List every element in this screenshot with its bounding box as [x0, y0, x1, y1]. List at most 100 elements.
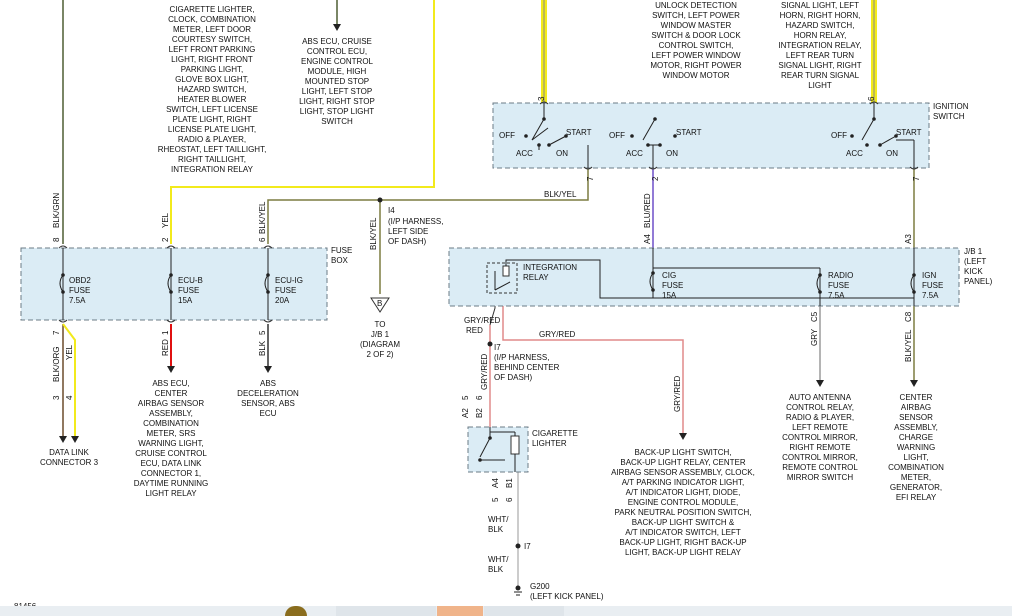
ign3-on: ON — [886, 149, 898, 158]
antenna-text-line: REMOTE CONTROL — [782, 463, 858, 472]
top-text-col2-line: MODULE, HIGH — [308, 67, 367, 76]
ign-pin-7a: 7 — [586, 176, 595, 181]
ign2-start: START — [676, 128, 702, 137]
dlc3-label-line: DATA LINK — [49, 448, 89, 457]
backup-text-line: A/T INDICATOR SWITCH, LEFT — [625, 528, 741, 537]
label-wht-blk-2-line: WHT/ — [488, 555, 509, 564]
label-blk-grn: BLK/GRN — [52, 193, 61, 228]
backup-text-line: BACK-UP LIGHT SWITCH & — [632, 518, 735, 527]
top-text-col1-line: INTEGRATION RELAY — [171, 165, 254, 174]
cig-pin-6a: 6 — [475, 395, 484, 400]
top-text-col1-line: COURTESY SWITCH, — [172, 35, 252, 44]
airbag-text-line: ASSEMBLY, — [894, 423, 938, 432]
splice-i4-desc-line: OF DASH) — [388, 237, 427, 246]
arrow-airbag — [910, 380, 918, 387]
label-red: RED — [161, 339, 170, 356]
splice-i7b-id: I7 — [524, 542, 531, 551]
top-text-col1-line: RADIO & PLAYER, — [178, 135, 246, 144]
fuse-radio-label-line: 7.5A — [828, 291, 845, 300]
wire-yel-ecub — [170, 0, 435, 244]
offpage-b-letter: B — [377, 299, 382, 308]
top-text-col4-line: INTEGRATION RELAY, — [778, 41, 861, 50]
airbag-text-line: COMBINATION — [888, 463, 944, 472]
top-text-col1-line: HEATER BLOWER — [178, 95, 247, 104]
jb1-name-line: (LEFT — [964, 257, 986, 266]
fuse-pin-7: 7 — [52, 330, 61, 335]
ign-switch-3 — [850, 103, 915, 168]
antenna-text-line: MIRROR SWITCH — [787, 473, 853, 482]
top-text-col1-line: RHEOSTAT, LEFT TAILLIGHT, — [158, 145, 267, 154]
footer-slot — [336, 606, 436, 616]
airbag-text-line: SENSOR — [899, 413, 933, 422]
offpage-b-symbol — [370, 297, 390, 313]
ign-pin-3: 3 — [537, 96, 546, 101]
splice-i7-desc-line: (I/P HARNESS, — [494, 353, 549, 362]
top-text-col1-line: SWITCH, LEFT LICENSE — [166, 105, 258, 114]
antenna-text-line: CONTROL MIRROR, — [782, 433, 858, 442]
fuse-pin-5: 5 — [258, 330, 267, 335]
abs-ecu-text-line: AIRBAG SENSOR — [138, 399, 204, 408]
abs-ecu-text-line: METER, SRS — [147, 429, 196, 438]
ign-pin-2: 2 — [651, 176, 660, 181]
abs-decel-text-line: ABS — [260, 379, 276, 388]
backup-text-line: LIGHT, BACK-UP LIGHT RELAY — [625, 548, 742, 557]
airbag-text-line: LIGHT, — [904, 453, 929, 462]
jb1-name-line: PANEL) — [964, 277, 993, 286]
backup-text-line: PARK NEUTRAL POSITION SWITCH, — [615, 508, 752, 517]
cig-pin-a2: A2 — [461, 408, 470, 418]
arrow-abs — [167, 366, 175, 373]
fuse-radio-label-line: RADIO — [828, 271, 853, 280]
top-text-col3-line: CONTROL SWITCH, — [659, 41, 734, 50]
backup-text-line: A/T INDICATOR LIGHT, DIODE, — [626, 488, 741, 497]
label-yel-top: YEL — [161, 212, 170, 228]
top-text-col3-line: WINDOW MASTER — [661, 21, 732, 30]
integration-relay-switch — [494, 259, 653, 299]
fuse-obd2-label-line: FUSE — [69, 286, 90, 295]
footer-highlight-block[interactable] — [437, 606, 483, 616]
ignition-switch-box — [492, 102, 930, 169]
top-text-col1-line: GLOVE BOX LIGHT, — [175, 75, 249, 84]
label-gry-red-left2: RED — [466, 326, 483, 335]
top-text-col2-line: LIGHT, LEFT STOP — [302, 87, 372, 96]
airbag-text-line: GENERATOR, — [890, 483, 942, 492]
ign2-acc: ACC — [626, 149, 643, 158]
label-wht-blk-1: WHT/BLK — [488, 515, 509, 534]
label-gry-red-top: GRY/RED — [539, 330, 576, 339]
fuse-ecub-label-line: ECU-B — [178, 276, 203, 285]
antenna-text-line: RADIO & PLAYER, — [786, 413, 854, 422]
jb1-box — [448, 247, 960, 307]
offpage-b-text-line: (DIAGRAM — [360, 340, 400, 349]
footer-slot — [484, 606, 564, 616]
top-text-col2-line: ABS ECU, CRUISE — [302, 37, 372, 46]
top-text-col2-line: CONTROL ECU, — [307, 47, 367, 56]
airbag-text-line: METER, — [901, 473, 931, 482]
label-gry-red-left-line: GRY/RED — [464, 316, 501, 325]
integration-relay-label-line: RELAY — [523, 273, 549, 282]
abs-ecu-text-line: CENTER — [155, 389, 188, 398]
ign2-off: OFF — [609, 131, 625, 140]
integration-relay-label-line: INTEGRATION — [523, 263, 577, 272]
antenna-text-line: RIGHT REMOTE — [789, 443, 850, 452]
top-text-col4-line: REAR TURN SIGNAL — [781, 71, 860, 80]
top-text-col3-line: SWITCH & DOOR LOCK — [651, 31, 741, 40]
fuse-cig-label-line: FUSE — [662, 281, 683, 290]
top-text-col4-line: LEFT REAR TURN — [786, 51, 854, 60]
top-text-col3-line: SWITCH, LEFT POWER — [652, 11, 740, 20]
abs-ecu-text-line: LIGHT RELAY — [145, 489, 197, 498]
dlc3-label-line: CONNECTOR 3 — [40, 458, 99, 467]
splice-i7-dot — [487, 341, 493, 347]
gauge-icon[interactable] — [285, 606, 307, 616]
top-text-col1-line: LIGHT, RIGHT FRONT — [171, 55, 253, 64]
ign-pin-marks — [539, 101, 919, 170]
backup-text-line: A/T PARKING INDICATOR LIGHT, — [622, 478, 745, 487]
offpage-b-text-line: 2 OF 2) — [366, 350, 393, 359]
airbag-text-line: EFI RELAY — [896, 493, 937, 502]
